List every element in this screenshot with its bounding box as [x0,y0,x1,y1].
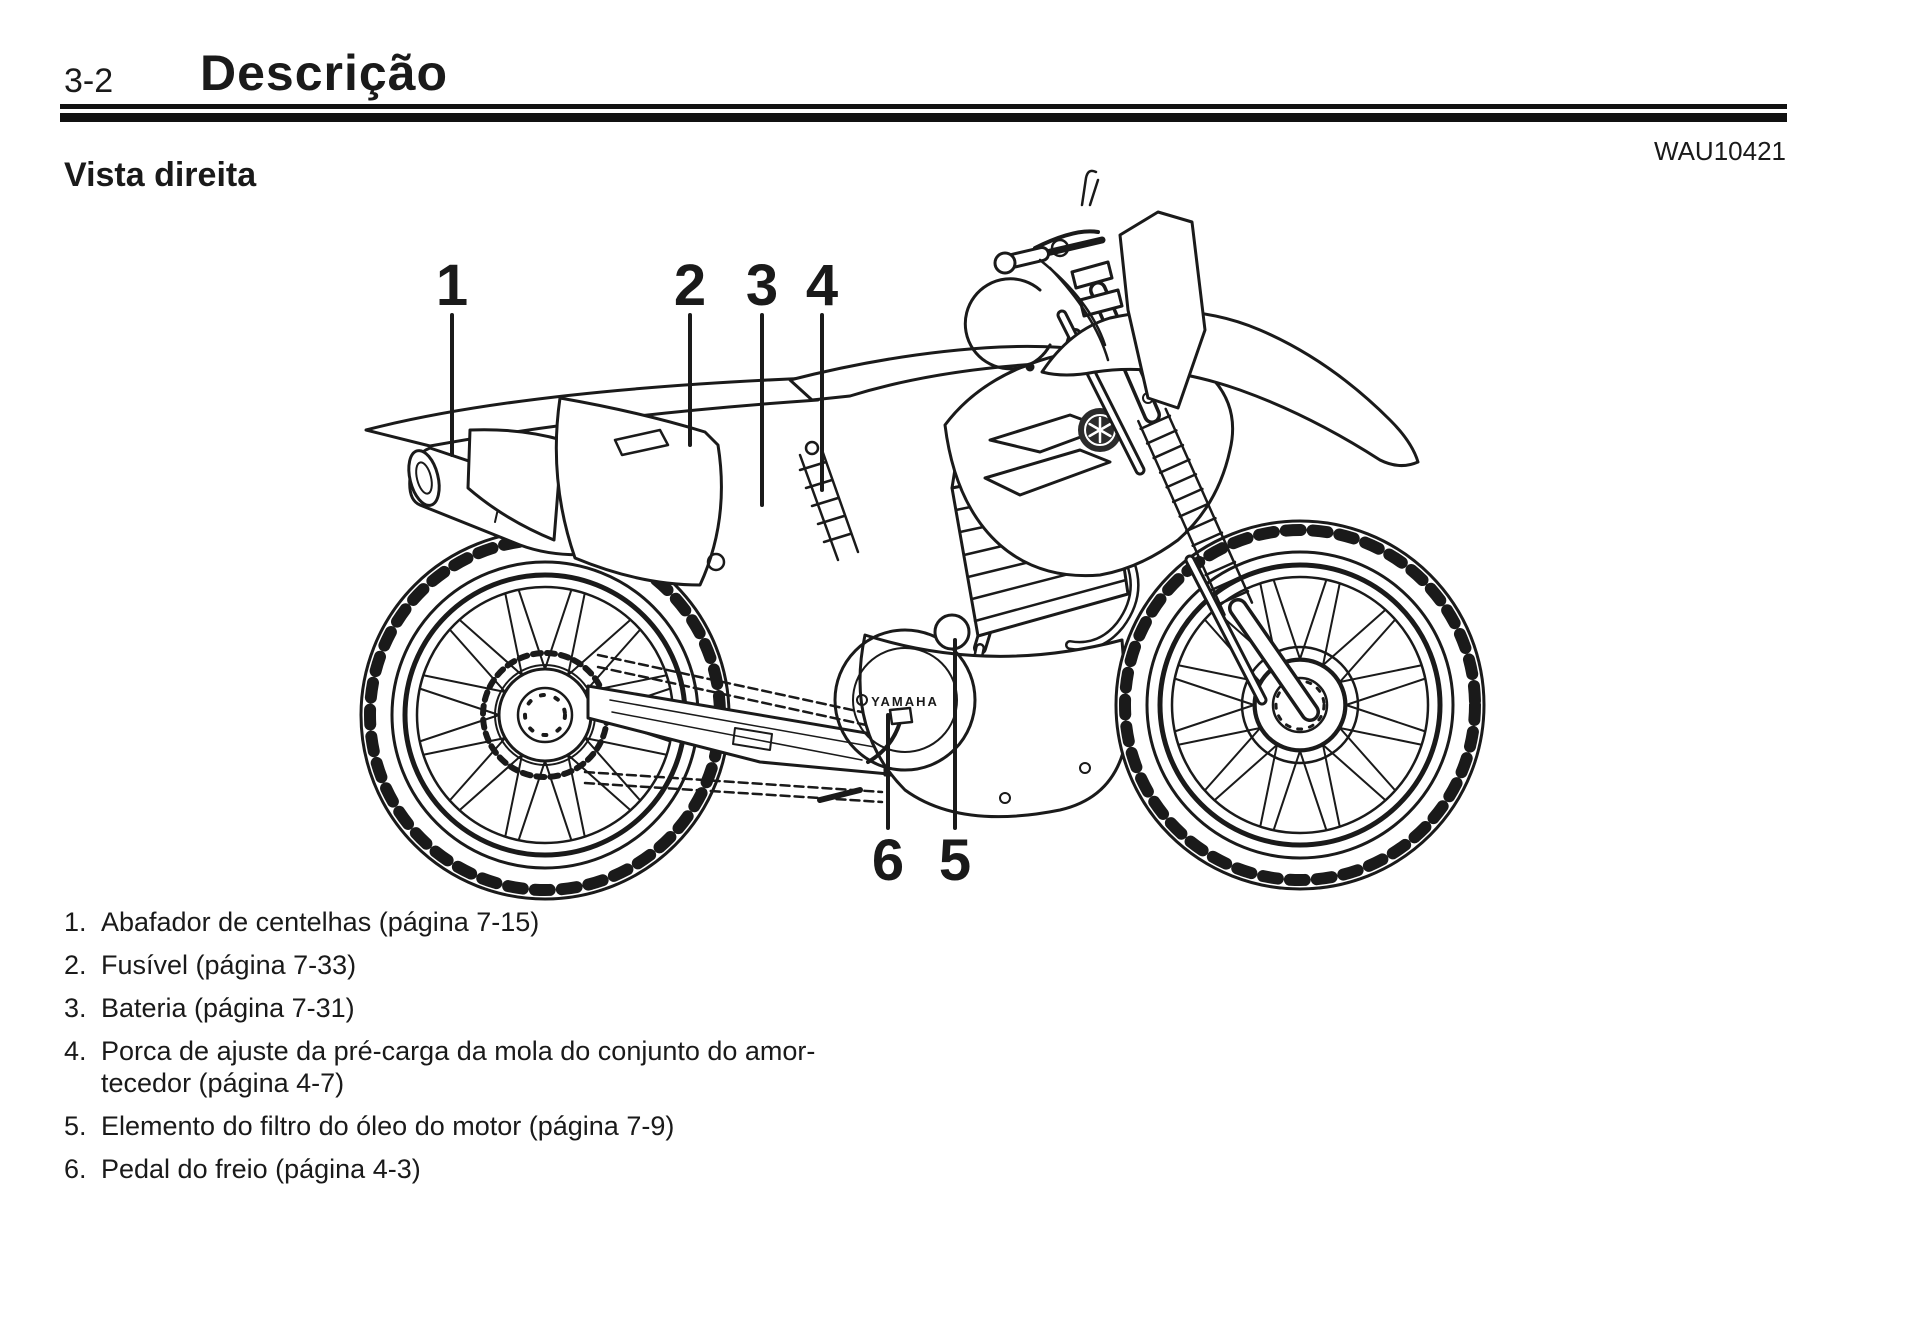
legend-item-number: 2. [64,950,87,980]
engine-crankcase [833,613,1130,819]
page-number: 3-2 [64,62,114,100]
cable-loop [963,277,1052,371]
legend-item-text: Porca de ajuste da pré-carga da mola do … [101,1036,816,1098]
legend-item-3: 3. Bateria (página 7-31) [64,992,1044,1024]
brake-lever [1033,229,1100,250]
brake-disc [1240,645,1360,765]
callout-2: 2 [674,253,706,318]
legend-item-number: 5. [64,1111,87,1141]
front-wheel [1116,521,1484,889]
legend-item-5: 5. Elemento do filtro do óleo do motor (… [64,1110,1044,1142]
callout-4: 4 [806,253,838,318]
side-panel [466,396,726,587]
page-title: Descrição [200,45,449,101]
front-number-plate [1118,210,1207,410]
header-rule-thin [60,104,1787,109]
legend-item-text: Bateria (página 7-31) [101,993,355,1023]
legend-item-number: 6. [64,1154,87,1184]
legend-item-6: 6. Pedal do freio (página 4-3) [64,1153,1044,1185]
legend-item-1: 1. Abafador de centelhas (página 7-15) [64,906,1044,938]
fork-boot [1137,407,1254,617]
handlebar [963,169,1207,410]
callout-1: 1 [436,253,468,318]
callout-6: 6 [872,828,904,893]
swingarm [586,684,912,778]
section-title: Vista direita [64,156,257,194]
document-code: WAU10421 [1654,136,1786,166]
legend-item-number: 3. [64,993,87,1023]
legend-item-text: Abafador de centelhas (página 7-15) [101,907,540,937]
legend-item-number: 4. [64,1036,87,1066]
legend-item-4: 4. Porca de ajuste da pré-carga da mola … [64,1035,1044,1099]
legend-item-2: 2. Fusível (página 7-33) [64,949,1044,981]
leader-lines [450,313,957,830]
legend-item-text: Pedal do freio (página 4-3) [101,1154,421,1184]
legend-item-text: Fusível (página 7-33) [101,950,357,980]
oil-filter-cover [933,613,971,651]
legend-item-number: 1. [64,907,87,937]
legend-item-text: Elemento do filtro do óleo do motor (pág… [101,1111,675,1141]
rear-shock [798,440,860,562]
header-rule-thick [60,113,1787,122]
legend-list: 1. Abafador de centelhas (página 7-15) 2… [64,906,1044,1196]
callout-5: 5 [939,828,971,893]
callout-3: 3 [746,253,778,318]
engine-label: YAMAHA [871,694,939,709]
